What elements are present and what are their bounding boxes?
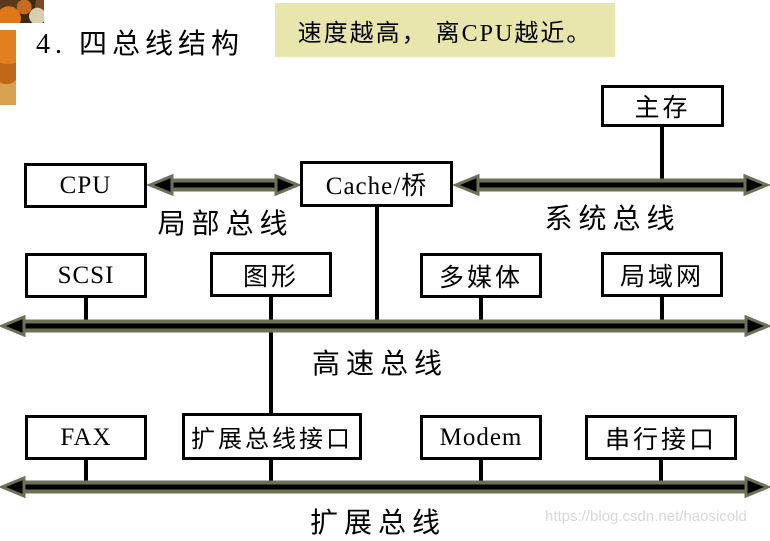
expansion-bus-label: 扩展总线 — [309, 508, 446, 539]
node-modem: Modem — [420, 415, 542, 460]
system-bus-label: 系统总线 — [544, 204, 681, 235]
node-graphics: 图形 — [210, 252, 332, 297]
local-bus-label: 局部总线 — [157, 209, 294, 240]
node-cache-bridge: Cache/桥 — [300, 161, 453, 207]
node-main-memory: 主存 — [601, 85, 724, 127]
decorative-artwork-strip-icon — [0, 30, 16, 105]
node-multimedia: 多媒体 — [420, 253, 542, 298]
node-scsi: SCSI — [25, 253, 147, 298]
node-cpu: CPU — [24, 163, 147, 208]
high-speed-bus-label: 高速总线 — [312, 349, 449, 380]
node-lan: 局域网 — [601, 252, 723, 297]
node-serial-interface: 串行接口 — [585, 415, 737, 460]
local-bus-arrow — [146, 173, 302, 197]
expansion-bus-arrow — [0, 475, 770, 499]
decorative-artwork-icon — [0, 0, 44, 23]
watermark: https://blog.csdn.net/haosicold — [545, 508, 747, 525]
system-bus-arrow — [452, 173, 770, 197]
node-expansion-bus-interface: 扩展总线接口 — [182, 413, 362, 460]
node-fax: FAX — [25, 415, 147, 460]
high-speed-bus-arrow — [0, 314, 770, 338]
note-callout: 速度越高， 离CPU越近。 — [275, 3, 615, 57]
page-title: 4. 四总线结构 — [36, 29, 245, 60]
